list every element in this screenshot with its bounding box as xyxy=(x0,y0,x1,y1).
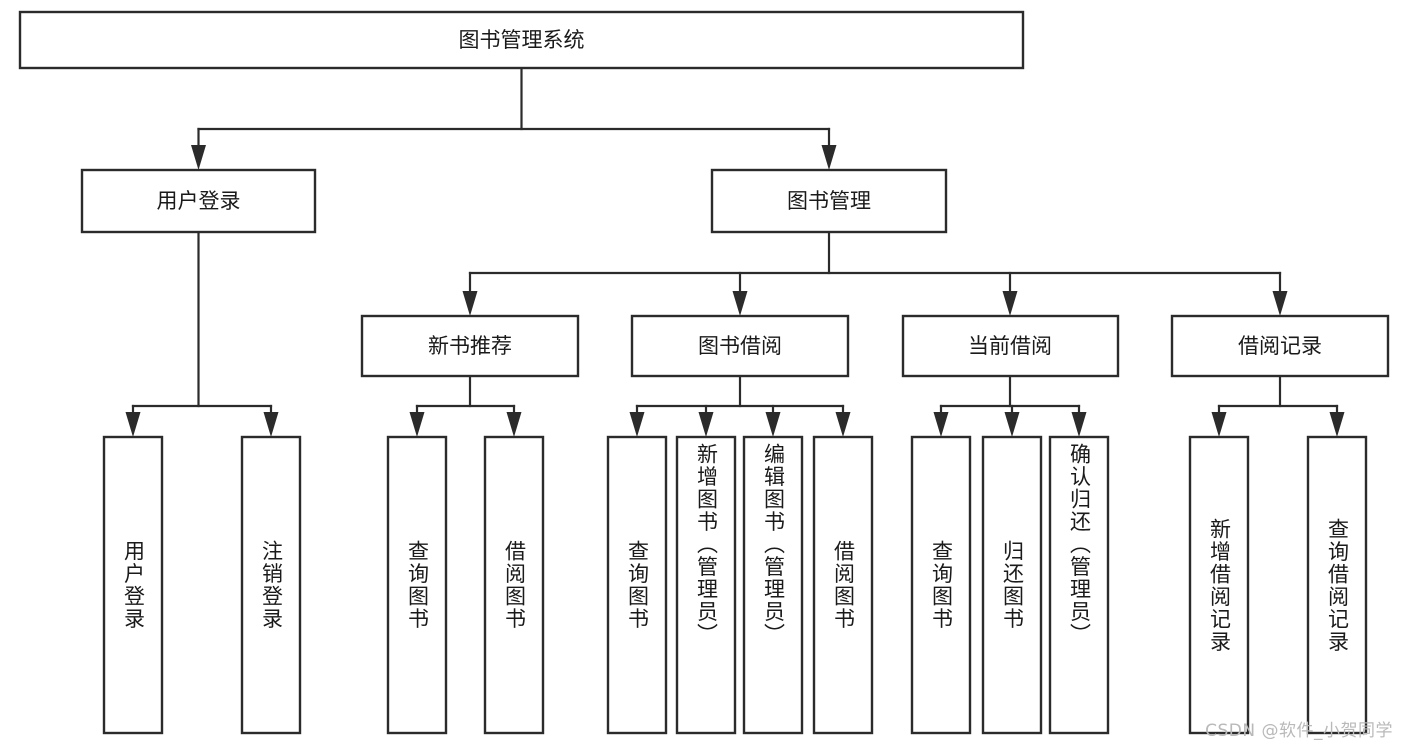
arrow-head-leaf-query-book-1 xyxy=(409,412,425,437)
leaf-box-confirm-return[interactable] xyxy=(1048,435,1110,735)
node-book-borrow-box[interactable] xyxy=(630,314,850,378)
node-user-login-label: 用户登录 xyxy=(157,189,241,213)
connector-layer xyxy=(125,66,1345,437)
arrow-head-book-borrow xyxy=(732,291,748,316)
node-root-label: 图书管理系统 xyxy=(459,28,585,52)
node-current-borrow[interactable]: 当前借阅 xyxy=(901,314,1120,378)
arrow-head-leaf-borrow-book-1 xyxy=(506,412,522,437)
arrow-head-user-login xyxy=(191,145,206,170)
arrow-head-leaf-user-login xyxy=(125,412,141,437)
arrow-head-leaf-confirm-return xyxy=(1071,412,1087,437)
leaf-box-user-login[interactable] xyxy=(102,435,164,735)
node-root-box[interactable] xyxy=(18,10,1025,70)
node-new-book-recommend-box[interactable] xyxy=(360,314,580,378)
node-book-borrow[interactable]: 图书借阅 xyxy=(630,314,850,378)
arrow-head-leaf-edit-book xyxy=(765,412,781,437)
leaf-box-query-book-1[interactable] xyxy=(386,435,448,735)
leaf-box-add-book[interactable] xyxy=(675,435,737,735)
arrow-head-leaf-query-book-2 xyxy=(629,412,645,437)
arrow-head-leaf-add-record xyxy=(1211,412,1227,437)
arrow-head-book-mgmt xyxy=(821,145,837,170)
arrow-head-leaf-logout xyxy=(263,412,279,437)
node-book-management[interactable]: 图书管理 xyxy=(710,168,948,234)
leaf-box-add-record[interactable] xyxy=(1188,435,1250,735)
node-borrow-record-label: 借阅记录 xyxy=(1238,334,1322,358)
node-borrow-record[interactable]: 借阅记录 xyxy=(1170,314,1390,378)
arrow-head-new-book-rec xyxy=(462,291,478,316)
node-user-login-box[interactable] xyxy=(80,168,317,234)
arrow-head-leaf-query-book-3 xyxy=(933,412,949,437)
leaf-box-query-book-3[interactable] xyxy=(910,435,972,735)
node-current-borrow-label: 当前借阅 xyxy=(968,334,1052,358)
node-book-management-label: 图书管理 xyxy=(787,189,871,213)
arrow-head-leaf-return-book xyxy=(1004,412,1020,437)
watermark-text: CSDN @软件_小贺同学 xyxy=(1205,721,1393,741)
node-book-borrow-label: 图书借阅 xyxy=(698,334,782,358)
node-book-management-box[interactable] xyxy=(710,168,948,234)
node-user-login[interactable]: 用户登录 xyxy=(80,168,317,234)
node-root[interactable]: 图书管理系统 xyxy=(18,10,1025,70)
arrow-head-current-borrow xyxy=(1002,291,1018,316)
node-new-book-recommend-label: 新书推荐 xyxy=(428,334,512,358)
leaf-box-borrow-book-2[interactable] xyxy=(812,435,874,735)
leaf-box-return-book[interactable] xyxy=(981,435,1043,735)
arrow-head-leaf-add-book xyxy=(698,412,714,437)
leaf-box-query-book-2[interactable] xyxy=(606,435,668,735)
leaf-box-logout[interactable] xyxy=(240,435,302,735)
arrow-head-leaf-query-record xyxy=(1329,412,1345,437)
node-new-book-recommend[interactable]: 新书推荐 xyxy=(360,314,580,378)
node-borrow-record-box[interactable] xyxy=(1170,314,1390,378)
leaf-box-edit-book[interactable] xyxy=(742,435,804,735)
arrow-head-leaf-borrow-book-2 xyxy=(835,412,851,437)
node-current-borrow-box[interactable] xyxy=(901,314,1120,378)
leaf-box-layer xyxy=(102,435,1368,735)
leaf-box-borrow-book-1[interactable] xyxy=(483,435,545,735)
leaf-box-query-record[interactable] xyxy=(1306,435,1368,735)
arrow-head-borrow-record xyxy=(1272,291,1288,316)
